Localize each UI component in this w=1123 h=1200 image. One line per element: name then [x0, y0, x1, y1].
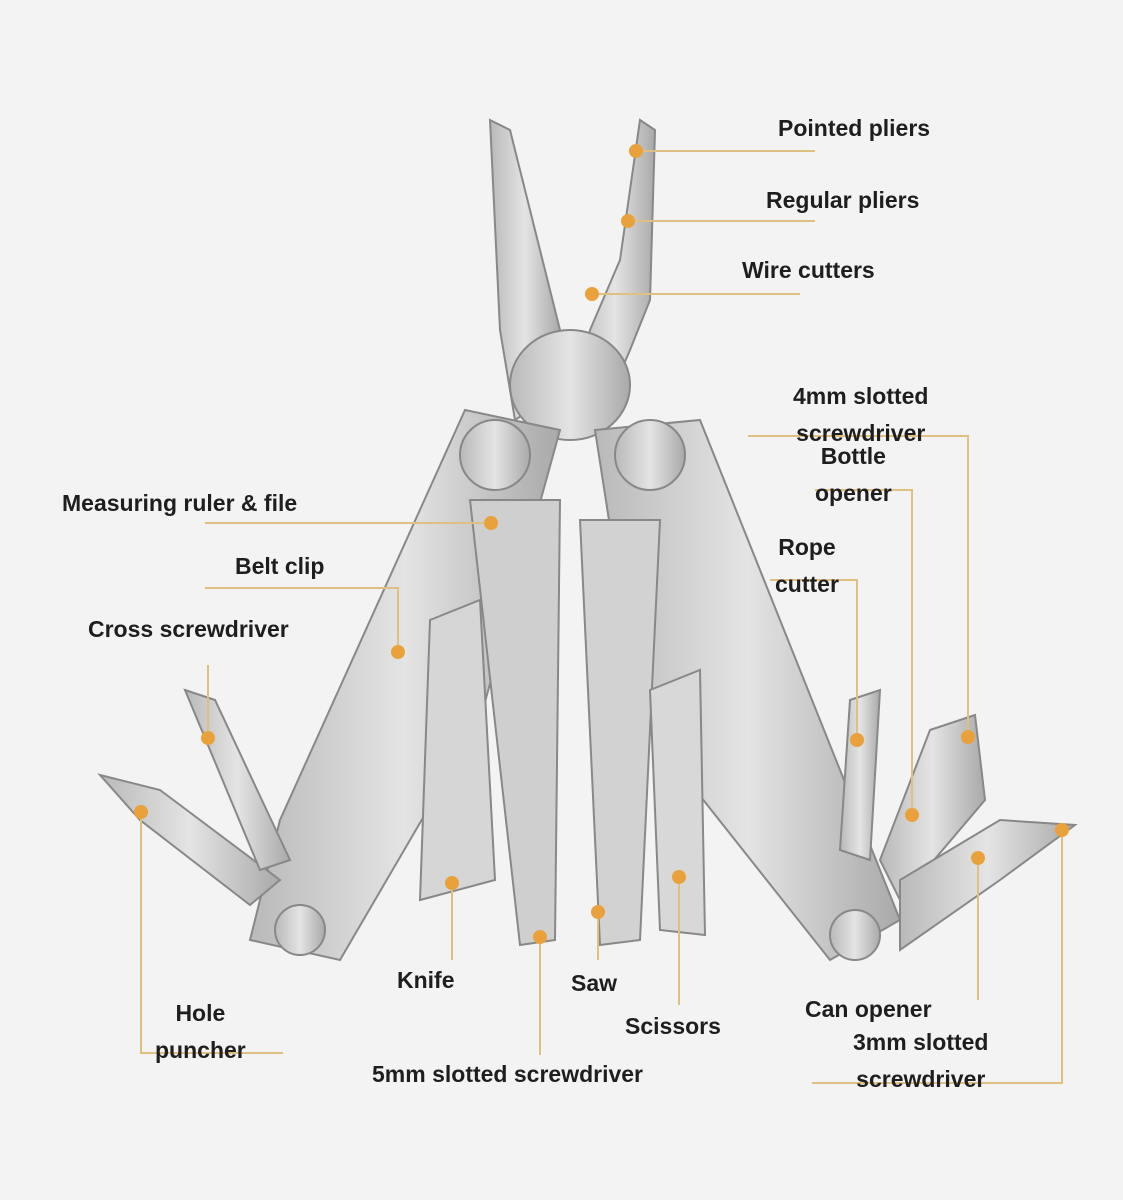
left-handle	[97, 408, 562, 962]
label-5mm-slotted-screwdriver: 5mm slotted screwdriver	[372, 1061, 644, 1087]
label-scissors: Scissors	[625, 1013, 721, 1039]
leader-lines	[140, 150, 1063, 1084]
label-measuring-ruler-file: Measuring ruler & file	[62, 490, 298, 516]
label-knife: Knife	[397, 967, 455, 993]
label-3mm-slotted-screwdriver: 3mm slotted screwdriver	[853, 1029, 989, 1092]
label-saw: Saw	[571, 970, 618, 996]
right-handle	[578, 418, 1078, 962]
label-wire-cutters: Wire cutters	[742, 257, 875, 283]
label-bottle-opener: Bottle opener	[815, 443, 892, 506]
label-regular-pliers: Regular pliers	[766, 187, 920, 213]
label-cross-screwdriver: Cross screwdriver	[88, 616, 289, 642]
label-pointed-pliers: Pointed pliers	[778, 115, 931, 141]
label-belt-clip: Belt clip	[235, 553, 325, 579]
label-4mm-slotted-screwdriver: 4mm slotted screwdriver	[793, 383, 929, 446]
pliers-jaws	[488, 118, 657, 441]
label-rope-cutter: Rope cutter	[775, 534, 839, 597]
callout-dots	[134, 144, 1069, 944]
label-hole-puncher: Hole puncher	[155, 1000, 246, 1063]
label-can-opener: Can opener	[805, 996, 932, 1022]
